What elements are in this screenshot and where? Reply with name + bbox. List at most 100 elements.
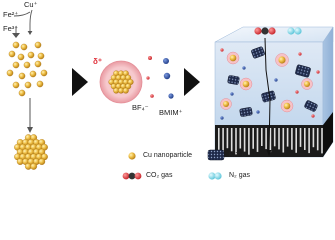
down-arrow-1: [27, 98, 33, 133]
bmim-label: BMIM⁺: [159, 108, 183, 117]
legend-kit6-icon: [207, 149, 225, 161]
legend-n2-label: N₂ gas: [229, 172, 251, 179]
bf4-ion: [146, 76, 150, 80]
support-pore: [321, 128, 323, 154]
co2-transport-path: [264, 37, 272, 156]
support-pore: [252, 128, 254, 149]
cu-atom: [18, 89, 26, 97]
coated-cu-particle: [239, 77, 253, 91]
bmim-ion: [256, 110, 260, 114]
support-pore: [299, 128, 302, 147]
kit6-particle: [251, 46, 265, 59]
cu-atom: [20, 43, 28, 51]
bmim-ion: [242, 66, 246, 70]
cu-atom: [24, 81, 32, 89]
coated-cu-particle: [301, 78, 313, 90]
bmim-ion: [230, 92, 234, 96]
cu-atom: [17, 53, 25, 61]
cu-atom: [18, 72, 26, 80]
membrane-particles: [220, 46, 320, 120]
diagram-canvas: [6, 9, 334, 180]
legend: [122, 149, 225, 180]
support-pore: [273, 128, 276, 147]
legend-cu-label: Cu nanoparticle: [143, 152, 193, 159]
cu-atom: [38, 158, 46, 165]
reduction-arrow: [29, 9, 33, 32]
bf4-ion: [298, 52, 302, 56]
bmim-ion: [220, 116, 224, 120]
kit6-particle: [239, 107, 253, 117]
bmim-ion: [168, 93, 174, 99]
coated-cu-particle: [275, 53, 289, 67]
legend-n2-icon: [208, 172, 222, 180]
legend-co2-label: CO₂ gas: [146, 172, 173, 179]
co2-molecule-feed: [254, 27, 276, 35]
cu-atom: [12, 81, 20, 89]
bmim-ion: [274, 78, 278, 82]
support-pore: [304, 128, 306, 150]
legend-kit6-label: KIT-6: [229, 152, 246, 159]
fe2-ion-label: Fe²⁺: [3, 10, 19, 19]
bf4-ion: [316, 70, 320, 74]
coated-cu-particle: [226, 51, 240, 65]
bmim-ion: [163, 72, 171, 80]
bf4-ion: [150, 94, 154, 98]
support-pore: [282, 128, 285, 153]
cu-atom: [12, 61, 20, 69]
cu-atom: [34, 41, 42, 49]
step1-reduction: [12, 9, 33, 38]
process-arrow-2: [184, 68, 200, 96]
cu-atom: [36, 80, 44, 88]
support-pore: [222, 128, 224, 155]
support-pore: [218, 128, 220, 151]
cu-atom: [6, 69, 14, 77]
support-pore: [243, 128, 246, 152]
kit6-particle: [295, 64, 311, 78]
support-pore: [269, 128, 272, 153]
cu-atom: [12, 41, 20, 49]
support-pore: [256, 128, 259, 152]
cu-atom: [40, 69, 48, 77]
cu-ion-label: Cu⁺: [24, 0, 38, 9]
coated-cu-particle: [220, 98, 232, 110]
cu-atom: [34, 60, 42, 68]
ionic-species: [146, 56, 174, 99]
process-arrow-1: [72, 68, 88, 96]
bf4-label: BF₄⁻: [132, 103, 149, 112]
coated-cu-particle: [280, 99, 294, 113]
support-pore: [235, 128, 237, 155]
bf4-ion: [311, 114, 315, 118]
support-pore: [308, 128, 310, 154]
support-pore: [295, 128, 297, 153]
cu-atom: [23, 61, 31, 69]
support-pore: [291, 128, 293, 150]
bf4-ion: [220, 48, 224, 52]
legend-co2-icon: [122, 172, 142, 180]
support-pore: [278, 128, 280, 150]
bf4-ion: [148, 56, 152, 60]
n2-molecule-feed: [287, 27, 302, 35]
support-pore: [226, 128, 229, 149]
legend-cu-icon: [128, 152, 136, 160]
kit6-particle: [304, 100, 318, 112]
support-pore: [261, 128, 263, 146]
support-pore: [316, 128, 319, 151]
cu-atom: [37, 52, 45, 60]
cu-atom: [8, 50, 16, 58]
bf4-ion: [295, 90, 299, 94]
support-pore: [248, 128, 250, 155]
kit6-particle: [227, 75, 240, 85]
bmim-ion: [163, 58, 169, 64]
cu-nanoparticle-cluster: [14, 134, 48, 170]
fe3-ion-label: Fe³⁺: [3, 24, 19, 33]
ionic-liquid-coated-nanoparticle: [99, 60, 143, 104]
cu-atom: [29, 70, 37, 78]
support-pore: [312, 128, 315, 148]
cu-atom: [27, 51, 35, 59]
cu-atom: [122, 87, 129, 94]
cu-atom: [30, 163, 38, 170]
support-pore: [286, 128, 289, 147]
partial-charge-label: δ⁺: [93, 57, 103, 66]
support-pore: [230, 128, 233, 152]
reduction-arrow-branch: [13, 11, 31, 17]
